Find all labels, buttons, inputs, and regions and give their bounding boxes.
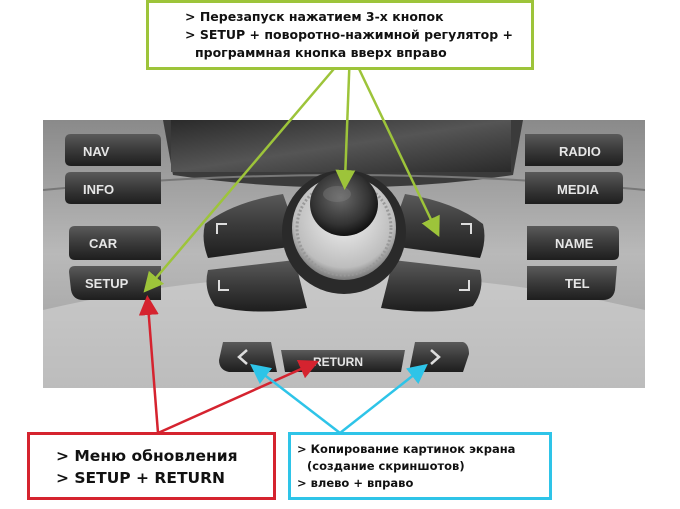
car-button[interactable]	[69, 226, 161, 260]
info-button-label: INFO	[83, 182, 114, 197]
right-button-column: RADIO MEDIA NAME TEL	[525, 134, 623, 300]
tel-button[interactable]	[527, 266, 617, 300]
return-button-label: RETURN	[313, 355, 363, 369]
radio-button[interactable]	[525, 134, 623, 166]
info-button[interactable]	[65, 172, 161, 204]
corner-top-right-icon	[461, 223, 472, 234]
screenshot-annotation: > Копирование картинок экрана (создание …	[288, 432, 552, 500]
restart-line-2: > SETUP + поворотно-нажимной регулятор +	[185, 27, 514, 42]
name-button-label: NAME	[555, 236, 594, 251]
mmi-control-panel: NAV INFO CAR SETUP RADIO MEDIA NAME TEL	[43, 120, 645, 388]
setup-button-label: SETUP	[85, 276, 129, 291]
car-button-label: CAR	[89, 236, 118, 251]
softkey-bottom-right[interactable]	[381, 260, 482, 312]
update-line-1: > Меню обновления	[56, 447, 238, 465]
restart-line-3: программная кнопка вверх вправо	[195, 45, 447, 60]
chevron-left-icon	[237, 349, 248, 365]
tel-button-label: TEL	[565, 276, 590, 291]
update-line-2: > SETUP + RETURN	[56, 469, 226, 487]
name-button[interactable]	[527, 226, 619, 260]
radio-button-label: RADIO	[559, 144, 601, 159]
setup-button[interactable]	[69, 266, 161, 300]
nav-button-label: NAV	[83, 144, 110, 159]
screenshot-line-3: > влево + вправо	[297, 476, 414, 490]
left-button[interactable]	[219, 342, 277, 372]
restart-annotation: > Перезапуск нажатием 3-х кнопок > SETUP…	[146, 0, 534, 70]
media-button-label: MEDIA	[557, 182, 600, 197]
corner-bottom-right-icon	[459, 280, 470, 291]
media-button[interactable]	[525, 172, 623, 204]
rotary-push-knob[interactable]	[282, 170, 406, 294]
nav-button[interactable]	[65, 134, 161, 166]
left-button-column: NAV INFO CAR SETUP	[65, 134, 161, 300]
screenshot-line-1: > Копирование картинок экрана	[297, 442, 516, 456]
restart-line-1: > Перезапуск нажатием 3-х кнопок	[185, 9, 444, 24]
screenshot-line-2: (создание скриншотов)	[307, 459, 465, 473]
chevron-right-icon	[430, 349, 441, 365]
update-menu-annotation: > Меню обновления > SETUP + RETURN	[27, 432, 276, 500]
